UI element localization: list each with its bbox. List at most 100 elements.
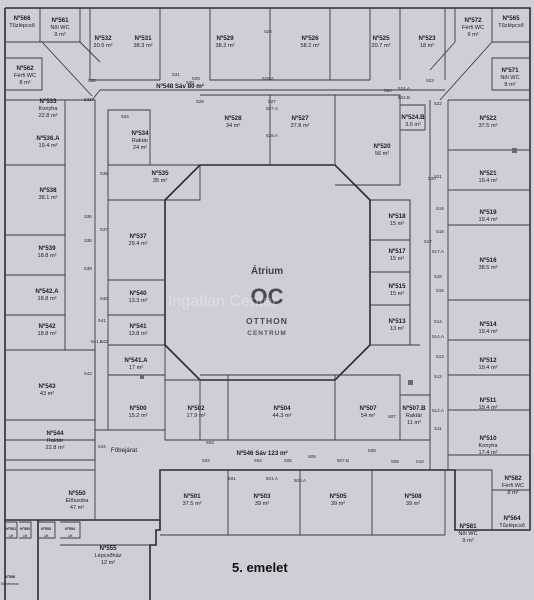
room-r542a: Nº542.A18.8 m² — [35, 288, 59, 302]
room-number: Nº503 — [253, 493, 271, 500]
room-number: Nº541 — [129, 323, 147, 330]
room-area: 17.9 m² — [187, 413, 206, 419]
room-number: Nº553 — [41, 527, 51, 531]
door-number: 507.B — [337, 458, 349, 463]
room-number: Nº554 — [65, 527, 75, 531]
room-name: Tűzlépcső — [498, 23, 524, 29]
room-area: 13 m² — [390, 326, 404, 332]
walls — [4, 7, 531, 600]
room-number: Nº581 — [459, 523, 477, 530]
room-number: Nº517 — [388, 248, 406, 255]
room-number: Nº515 — [388, 283, 406, 290]
room-number: Nº558 — [5, 575, 15, 579]
room-area: 39 m² — [255, 501, 269, 507]
room-area: 38.3 m² — [134, 43, 153, 49]
room-name: Női WC — [50, 25, 69, 31]
room-area: 38.3 m² — [216, 43, 235, 49]
room-area: 56 m² — [375, 151, 389, 157]
door-number: 535 — [100, 171, 108, 176]
room-area: 19.4 m² — [479, 178, 498, 184]
door-number: 503 — [206, 440, 214, 445]
door-number: 501 — [228, 476, 236, 481]
room-r524b: Nº524.B3.6 m² — [401, 114, 425, 128]
room-number: Nº538 — [39, 187, 57, 194]
room-number: Nº525 — [372, 35, 390, 42]
room-number: Nº507.B — [402, 405, 426, 412]
door-number: 543 — [84, 371, 92, 376]
door-number: 523 — [426, 78, 434, 83]
door-number: 502 — [202, 458, 210, 463]
room-area: 43 m² — [40, 391, 54, 397]
room-area: 37.5 m² — [479, 123, 498, 129]
room-area: 19.4 m² — [479, 329, 498, 335]
door-number: 526.A — [262, 76, 275, 81]
room-number: Nº544 — [46, 430, 64, 437]
room-area: 22.8 m² — [39, 113, 58, 119]
room-area: 37.8 m² — [291, 123, 310, 129]
room-area: 20.7 m² — [372, 43, 391, 49]
room-area: 22.8 m² — [46, 445, 65, 451]
door-number: 539 — [84, 266, 92, 271]
room-area: 17 m² — [129, 365, 143, 371]
room-name: Lift — [68, 534, 73, 538]
door-number: 520 — [428, 176, 436, 181]
door-number: 503.A — [294, 478, 307, 483]
room-area: 19.4 m² — [479, 405, 498, 411]
room-number: Nº539 — [38, 245, 56, 252]
room-number: Nº533 — [39, 98, 57, 105]
room-area: 11 m² — [407, 420, 421, 426]
room-name: Tűzlépcső — [499, 523, 525, 529]
room-number: Nº564 — [503, 515, 521, 522]
door-number: 524.A — [398, 86, 411, 91]
logo-top-text: Átrium — [251, 264, 283, 277]
room-number: Nº535 — [151, 170, 169, 177]
room-number: Nº532 — [94, 35, 112, 42]
main-entrance-label: Főbejárat — [111, 447, 137, 454]
door-number: 512 — [434, 374, 442, 379]
room-area: 44.3 m² — [273, 413, 292, 419]
door-number: 515 — [436, 288, 444, 293]
door-number: 538 — [84, 238, 92, 243]
room-area: 8 m² — [507, 490, 518, 496]
room-area: 17.4 m² — [479, 450, 498, 456]
door-number: 508 — [368, 448, 376, 453]
room-number: Nº571 — [501, 67, 519, 74]
room-name: Női WC — [458, 531, 477, 537]
room-number: Nº582 — [504, 475, 522, 482]
room-number: Nº512 — [479, 357, 497, 364]
door-number: 526 — [264, 29, 272, 34]
door-number: 533 — [84, 97, 92, 102]
door-number: 519 — [436, 206, 444, 211]
floor-label: 5. emelet — [232, 560, 288, 575]
room-number: Nº528 — [224, 115, 242, 122]
room-area: 15 m² — [390, 256, 404, 262]
room-name: Lift — [23, 534, 28, 538]
room-number: Nº500 — [129, 405, 147, 412]
